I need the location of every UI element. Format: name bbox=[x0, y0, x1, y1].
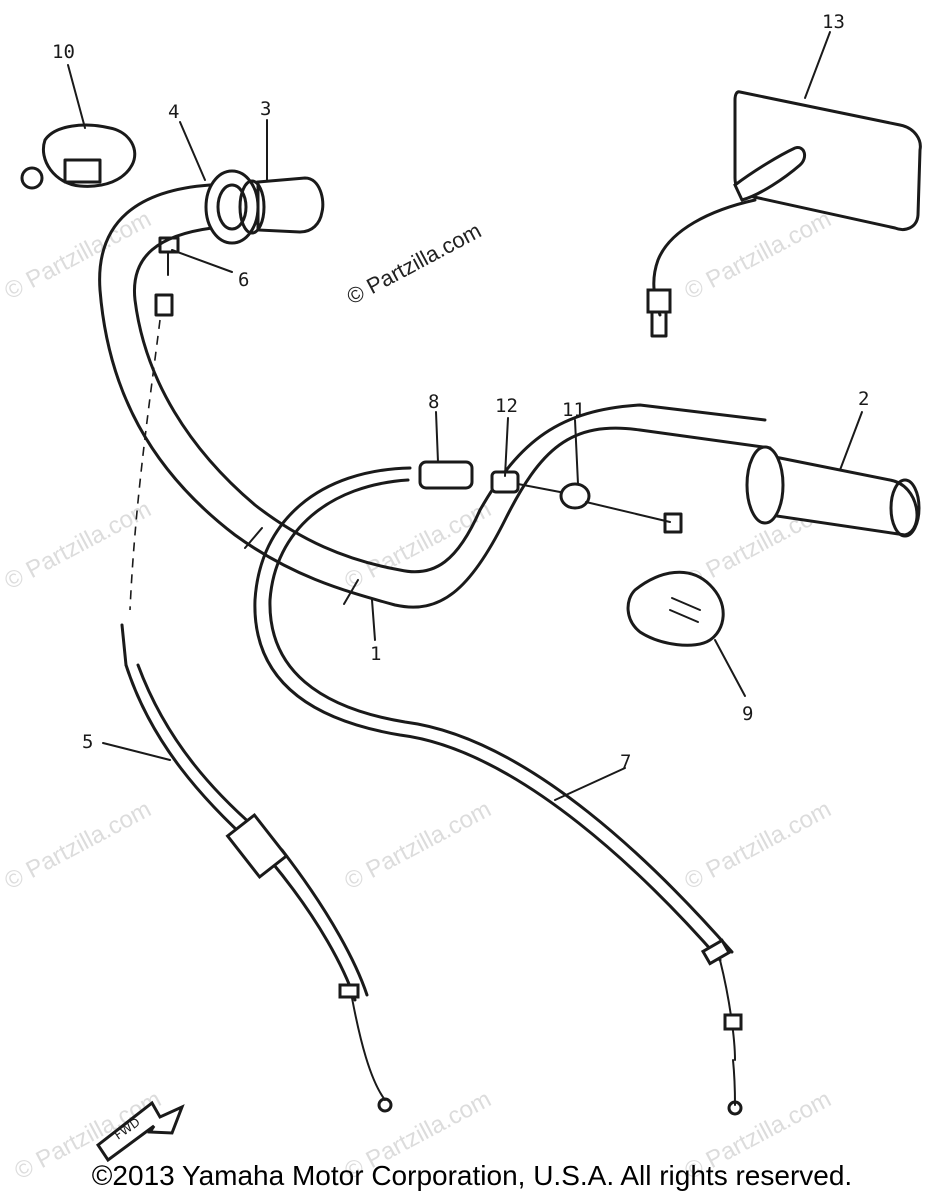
callout-7: 7 bbox=[620, 751, 631, 773]
handlebar bbox=[98, 183, 772, 609]
callout-3: 3 bbox=[260, 98, 271, 120]
adjuster-nut bbox=[418, 460, 474, 490]
grip-screw bbox=[154, 236, 180, 317]
callout-8: 8 bbox=[428, 391, 439, 413]
left-grip-assembly bbox=[204, 169, 325, 245]
cable-adjuster bbox=[418, 460, 683, 534]
leader-lines bbox=[67, 31, 863, 801]
watermark-8: © Partzilla.com bbox=[680, 796, 835, 896]
clutch-cable-routing bbox=[129, 319, 161, 611]
callout-4: 4 bbox=[168, 101, 179, 123]
handlebar-knurl-left bbox=[244, 527, 263, 549]
forward-arrow: FWD bbox=[95, 1100, 185, 1163]
callout-2: 2 bbox=[858, 388, 869, 410]
callout-6: 6 bbox=[238, 269, 249, 291]
callout-5: 5 bbox=[82, 731, 93, 753]
callouts: 1 2 3 4 5 6 7 8 9 10 11 12 13 bbox=[52, 11, 869, 773]
clutch-cable bbox=[120, 623, 393, 1113]
watermark-4: © Partzilla.com bbox=[340, 496, 495, 596]
watermark-7: © Partzilla.com bbox=[340, 796, 495, 896]
watermark-1: © Partzilla.com bbox=[0, 206, 155, 306]
callout-10: 10 bbox=[52, 41, 75, 63]
callout-1: 1 bbox=[370, 643, 381, 665]
forward-arrow-icon bbox=[95, 1100, 185, 1163]
callout-13: 13 bbox=[822, 11, 845, 33]
watermark-grid: © Partzilla.com © Partzilla.com © Partzi… bbox=[0, 206, 835, 1186]
adjuster-bolt-head bbox=[559, 482, 591, 510]
clutch-cable-sleeve bbox=[225, 812, 289, 880]
left-grip bbox=[256, 176, 325, 234]
callout-12: 12 bbox=[495, 395, 518, 417]
copyright-notice: ©2013 Yamaha Motor Corporation, U.S.A. A… bbox=[91, 1160, 853, 1191]
handlebar-knurl-right bbox=[343, 579, 359, 605]
mirror bbox=[646, 90, 922, 338]
right-switch bbox=[626, 570, 725, 647]
watermark-6: © Partzilla.com bbox=[0, 796, 155, 896]
callout-9: 9 bbox=[742, 703, 753, 725]
watermark-2: © Partzilla.com bbox=[680, 206, 835, 306]
right-grip bbox=[745, 445, 921, 538]
center-watermark: © Partzilla.com bbox=[343, 218, 486, 310]
callout-11: 11 bbox=[562, 399, 585, 421]
throttle-cable bbox=[253, 466, 743, 1116]
left-switch-housing bbox=[20, 123, 137, 190]
